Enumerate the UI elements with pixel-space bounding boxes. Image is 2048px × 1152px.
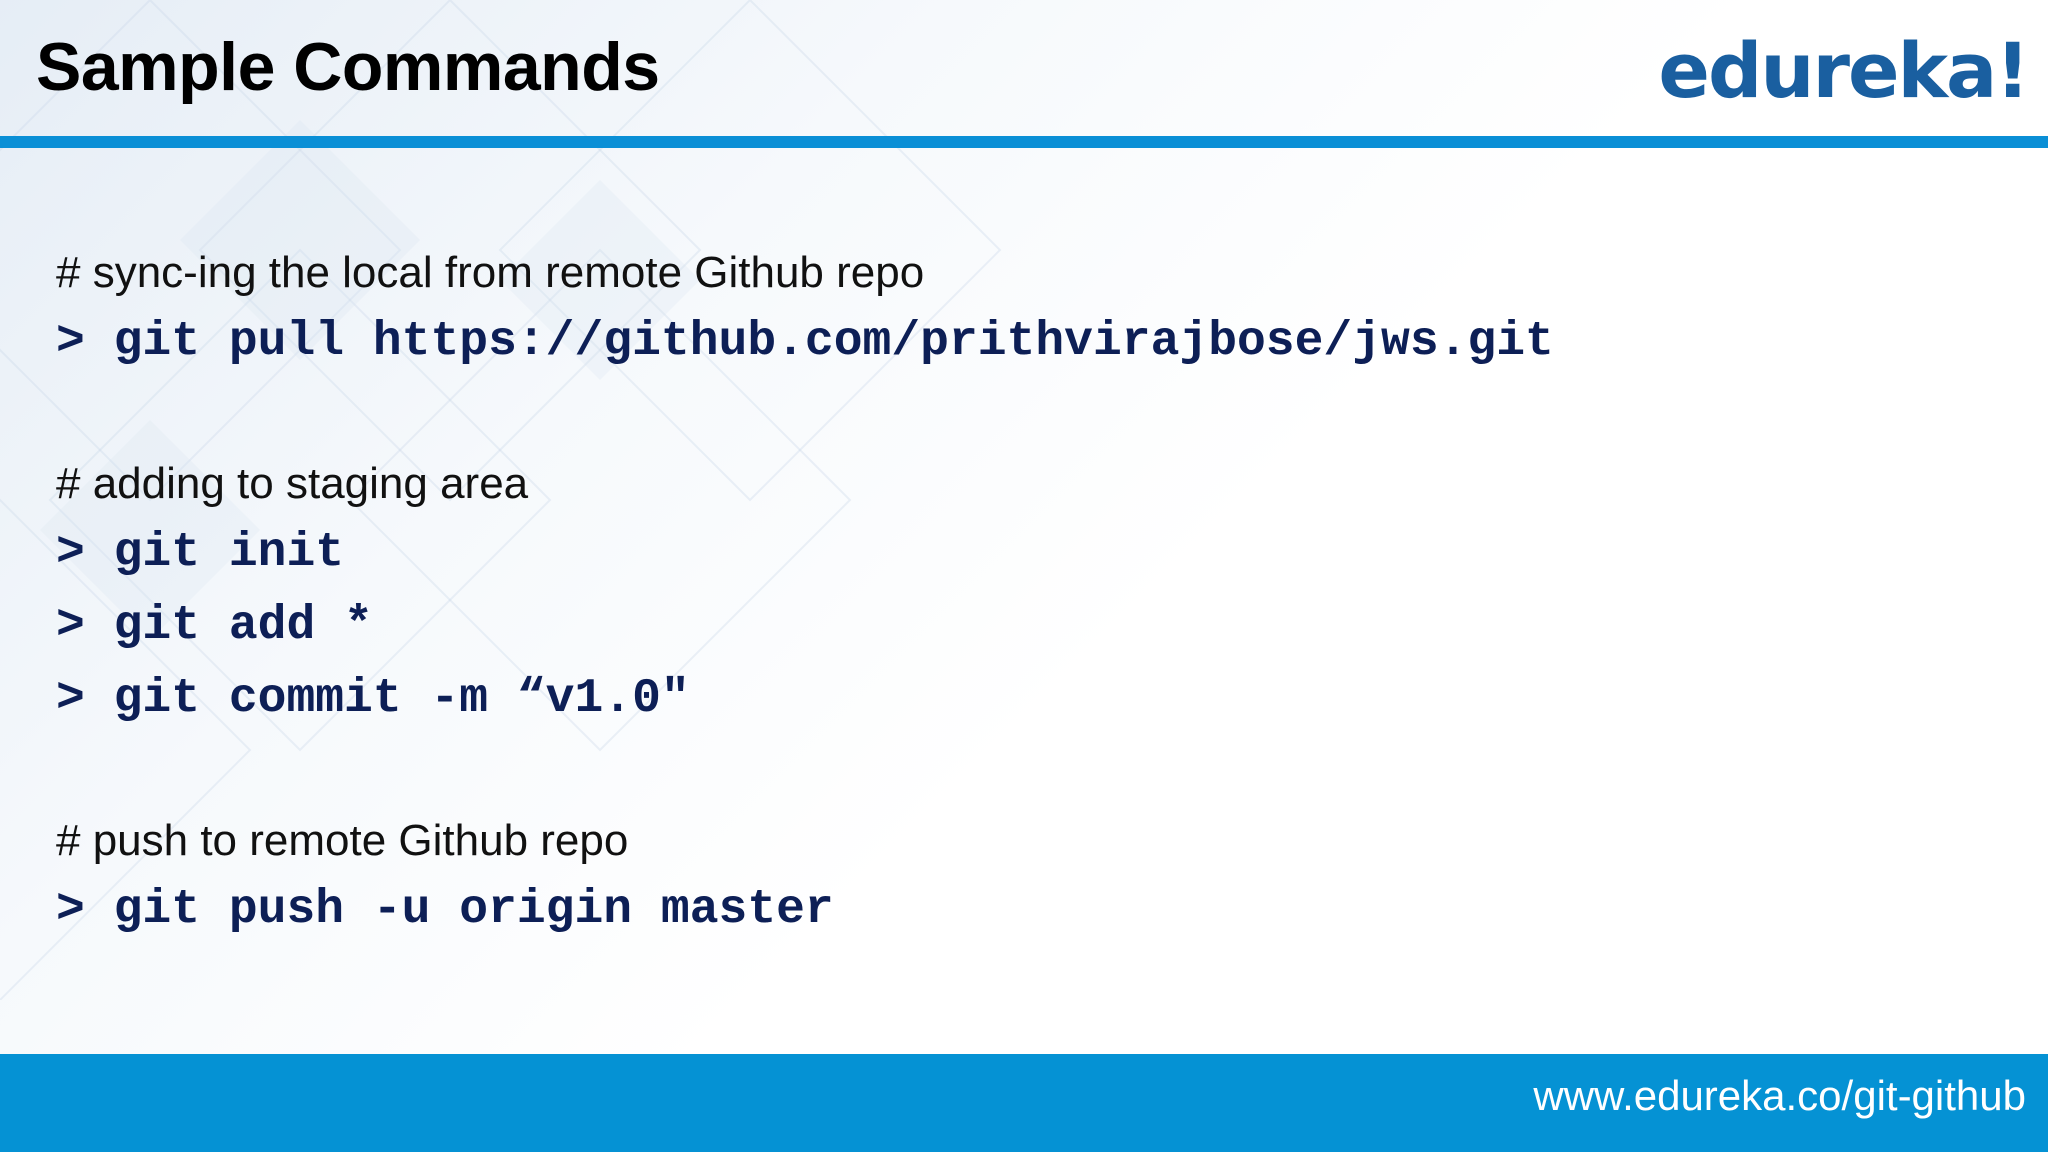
- section-gap: [56, 379, 1956, 451]
- edureka-logo: edureka!: [1658, 26, 2030, 115]
- command-git-commit: > git commit -m “v1.0": [56, 672, 690, 726]
- command-git-add: > git add *: [56, 599, 373, 653]
- command-git-init: > git init: [56, 526, 345, 580]
- slide-footer: www.edureka.co/git-github: [0, 1054, 2048, 1152]
- header-accent-bar: [0, 136, 2048, 148]
- footer-url: www.edureka.co/git-github: [1533, 1072, 2026, 1119]
- command-git-push: > git push -u origin master: [56, 883, 834, 937]
- commands-content: # sync-ing the local from remote Github …: [56, 240, 1956, 947]
- slide-title: Sample Commands: [36, 29, 660, 105]
- section-gap: [56, 736, 1956, 808]
- slide-header: Sample Commands edureka!: [0, 0, 2048, 138]
- section-comment-staging: # adding to staging area: [56, 459, 529, 508]
- section-comment-push: # push to remote Github repo: [56, 816, 629, 865]
- command-git-pull: > git pull https://github.com/prithviraj…: [56, 315, 1554, 369]
- section-comment-sync: # sync-ing the local from remote Github …: [56, 248, 925, 297]
